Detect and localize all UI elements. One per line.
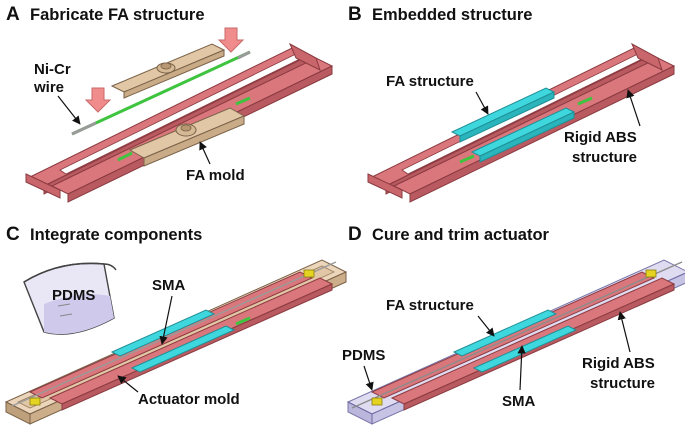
panel-title-c: Integrate components	[30, 226, 202, 244]
callout-rigid-abs-d-line2: structure	[590, 375, 655, 392]
fa-mold-top	[110, 43, 226, 99]
panel-letter-b: B	[348, 4, 362, 25]
callout-ni-cr-line1: Ni-Cr	[34, 61, 71, 78]
panel-title-b: Embedded structure	[372, 6, 532, 24]
ni-cr-wire	[71, 50, 251, 136]
sma-clamp	[371, 397, 383, 406]
panel-b: B Embedded structure FA structure Rigid …	[348, 4, 676, 203]
press-arrow-icon	[84, 87, 112, 113]
panel-a: A Fabricate FA structure Ni-Cr wire FA m…	[6, 4, 334, 203]
fa-mold-bottom	[128, 107, 246, 167]
panel-letter-d: D	[348, 224, 362, 245]
panel-title-a: Fabricate FA structure	[30, 6, 205, 24]
sma-clamp	[303, 269, 315, 278]
panel-d: D Cure and trim actuator FA structure PD…	[342, 224, 685, 425]
sma-wire-d	[351, 261, 683, 409]
sma-clamp	[29, 397, 41, 406]
callout-pdms-d: PDMS	[342, 347, 385, 364]
callout-fa-mold: FA mold	[186, 167, 245, 184]
callout-rigid-abs-b-line1: Rigid ABS	[564, 129, 637, 146]
panel-letter-c: C	[6, 224, 20, 245]
beaker-icon	[23, 262, 117, 335]
sma-clamp	[645, 269, 657, 278]
panel-title-d: Cure and trim actuator	[372, 226, 550, 244]
callout-fa-structure-b: FA structure	[386, 73, 474, 90]
callout-fa-structure-d: FA structure	[386, 297, 474, 314]
callout-sma-d: SMA	[502, 393, 536, 410]
fa-structure-c	[110, 309, 236, 373]
callout-rigid-abs-d-line1: Rigid ABS	[582, 355, 655, 372]
panel-c: C Integrate components PDMS SMA Actuator…	[4, 224, 348, 425]
callout-rigid-abs-b-line2: structure	[572, 149, 637, 166]
abs-frame-b	[367, 42, 676, 203]
callout-sma-c: SMA	[152, 277, 186, 294]
callout-ni-cr-line2: wire	[33, 79, 64, 96]
callout-pdms-c: PDMS	[52, 287, 95, 304]
press-arrow-icon	[217, 27, 245, 53]
sma-wire	[11, 261, 337, 407]
fa-structure-b	[450, 87, 576, 163]
callout-actuator-mold: Actuator mold	[138, 391, 240, 408]
panel-letter-a: A	[6, 4, 20, 25]
